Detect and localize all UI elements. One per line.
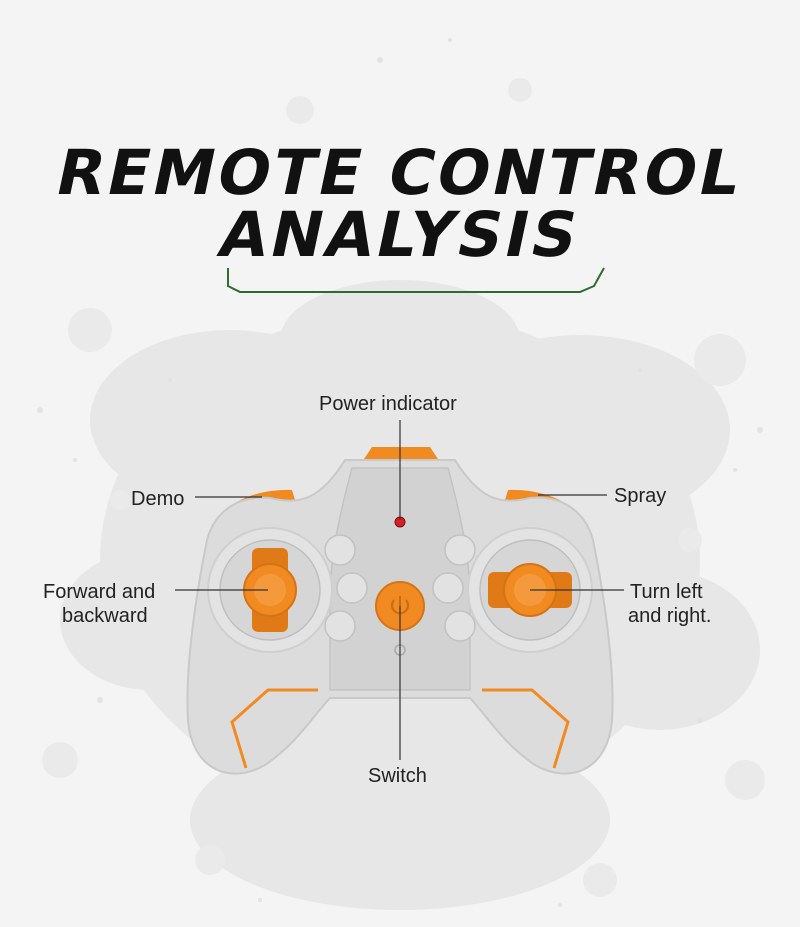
label-switch: Switch <box>368 765 427 787</box>
right-button-2 <box>432 572 464 604</box>
label-forward-backward-1: Forward and <box>43 581 156 603</box>
right-trim <box>482 688 570 769</box>
right-button-1 <box>444 534 476 566</box>
left-button-1 <box>324 534 356 566</box>
label-spray: Spray <box>614 485 667 507</box>
label-turn-1: Turn left <box>630 581 703 603</box>
label-demo: Demo <box>131 488 185 510</box>
left-trim <box>230 688 318 769</box>
center-panel <box>329 467 471 691</box>
title-divider <box>227 267 605 293</box>
left-button-3 <box>324 610 356 642</box>
right-button-3 <box>444 610 476 642</box>
top-trigger <box>362 447 440 462</box>
left-button-2 <box>336 572 368 604</box>
label-power-indicator: Power indicator <box>319 393 457 415</box>
label-forward-backward-2: backward <box>62 605 148 627</box>
label-turn-2: and right. <box>628 605 712 627</box>
